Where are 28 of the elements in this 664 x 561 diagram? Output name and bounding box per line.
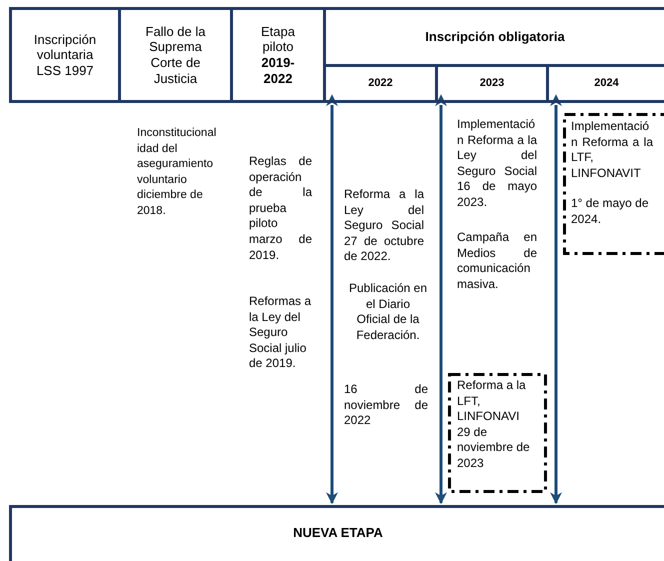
event-text: 16 de noviembre de 2022 — [344, 382, 428, 429]
event-text: Campaña en Medios de comunicación masiva. — [457, 230, 537, 292]
header-cell — [230, 7, 326, 103]
header-cell — [9, 7, 121, 103]
double-arrow — [326, 94, 338, 504]
header-text: Fallo de la Suprema Corte de Justicia — [144, 24, 206, 86]
header-text: Inscripción voluntaria LSS 1997 — [32, 32, 98, 78]
double-arrow — [550, 94, 562, 504]
header-text: Etapa piloto 2019-2022 — [260, 24, 296, 86]
header-text: 2024 — [594, 76, 619, 90]
event-text: Reglas de operación de la prueba piloto marzo de 2019. — [249, 154, 312, 264]
event-text: Implementación Reforma a la LTF, LINFONAVIT — [571, 119, 653, 182]
header-text: 2022 — [368, 76, 393, 90]
dashed-box — [448, 373, 547, 493]
double-arrow — [435, 94, 447, 504]
event-text: Implementación Reforma a la Ley del Seguro Social 16 de mayo 2023. — [457, 117, 537, 211]
header-text: Inscripción obligatoria — [425, 29, 565, 45]
event-text: Publicación en el Diario Oficial de la Federación. — [348, 281, 428, 344]
header-text: 2023 — [480, 76, 504, 90]
event-text: Reforma a la LFT, LINFONAVI 29 de noviembre de 2023 — [457, 378, 531, 472]
dashed-box — [563, 113, 664, 255]
header-cell — [118, 7, 233, 103]
stage-band — [9, 505, 664, 561]
stage-title: NUEVA ETAPA — [292, 525, 384, 540]
event-text: Reformas a la Ley del Seguro Social julio de 2019. — [249, 294, 312, 372]
event-text: Inconstitucionalidad del aseguramiento voluntario diciembre de 2018. — [137, 126, 217, 219]
event-text: Reforma a la Ley del Seguro Social 27 de octubre de 2022. — [344, 187, 424, 265]
event-text: 1° de mayo de 2024. — [571, 196, 650, 228]
